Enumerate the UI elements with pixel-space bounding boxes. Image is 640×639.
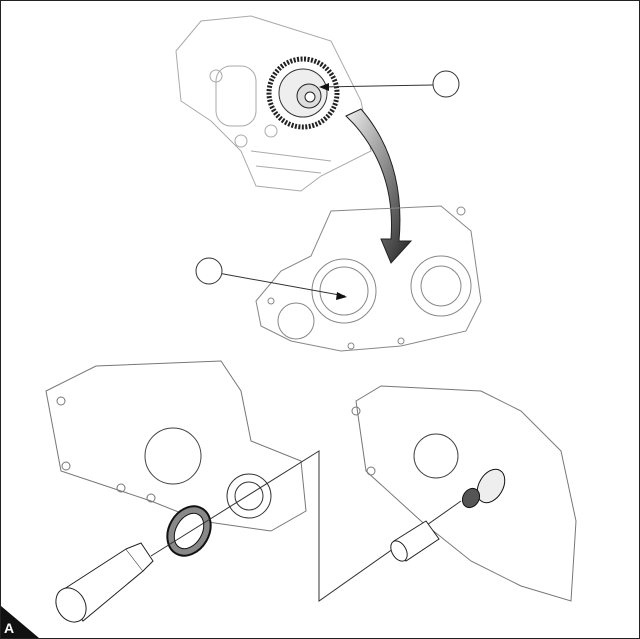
installer-tool-right (390, 520, 440, 562)
callout-upper (319, 70, 460, 98)
panel-label-corner (1, 606, 39, 638)
transfer-arrow (345, 108, 413, 264)
installer-tool-left (55, 542, 154, 623)
upper-engine-drawing (175, 15, 372, 192)
connector-line (150, 450, 462, 602)
timing-case-drawing (255, 205, 482, 352)
seal-ring (166, 505, 212, 557)
callout-lower (195, 257, 347, 300)
oil-seal-installed (461, 468, 506, 509)
lower-right-engine (351, 385, 577, 602)
panel-label: A (4, 620, 15, 636)
lower-left-engine (45, 360, 307, 532)
gear (266, 56, 340, 130)
